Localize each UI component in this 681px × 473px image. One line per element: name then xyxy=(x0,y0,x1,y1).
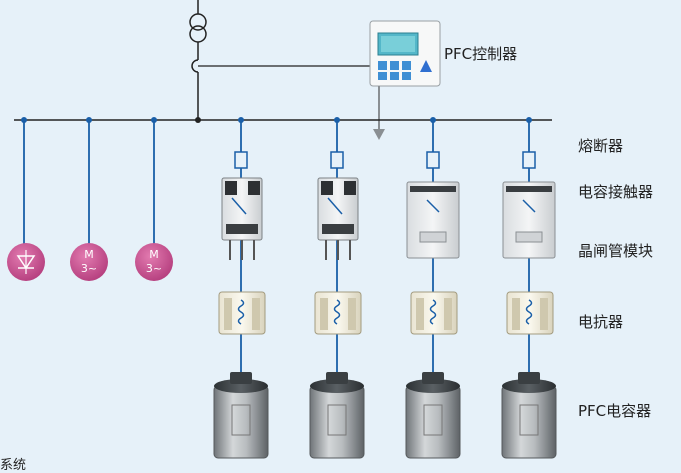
reactor xyxy=(314,291,362,335)
contactor xyxy=(317,177,359,260)
motor-load-1: M 3~ xyxy=(70,243,108,281)
motor-letter: M xyxy=(149,248,159,261)
reactor xyxy=(218,291,266,335)
transformer xyxy=(189,0,378,120)
capacitor-branch-1 xyxy=(213,117,269,459)
capacitor-branch-4 xyxy=(501,117,557,459)
label-contactor: 电容接触器 xyxy=(578,183,653,201)
label-pfc-controller: PFC控制器 xyxy=(444,45,517,63)
label-reactor: 电抗器 xyxy=(578,313,623,331)
rectifier-load xyxy=(7,243,45,281)
pfc-capacitor xyxy=(309,372,365,459)
label-fuse: 熔断器 xyxy=(578,137,623,155)
fuse xyxy=(234,151,248,169)
motor-phase: 3~ xyxy=(146,262,162,275)
reactor xyxy=(410,291,458,335)
capacitor-branch-3 xyxy=(405,117,461,459)
down-arrow-icon xyxy=(373,129,385,140)
motor-load-2: M 3~ xyxy=(135,243,173,281)
fuse xyxy=(522,151,536,169)
label-thyristor-module: 晶闸管模块 xyxy=(578,242,653,260)
fuse xyxy=(426,151,440,169)
contactor xyxy=(221,177,263,260)
thyristor-module xyxy=(502,181,556,259)
warning-triangle-icon xyxy=(420,60,432,72)
pfc-controller xyxy=(369,20,441,140)
motor-letter: M xyxy=(84,248,94,261)
pfc-capacitor xyxy=(213,372,269,459)
reactor xyxy=(506,291,554,335)
fuse xyxy=(330,151,344,169)
motor-phase: 3~ xyxy=(81,262,97,275)
pfc-capacitor xyxy=(501,372,557,459)
caption: 系统 xyxy=(0,458,27,473)
thyristor-module xyxy=(406,181,460,259)
pfc-capacitor xyxy=(405,372,461,459)
load-feeders: M 3~ M 3~ xyxy=(7,117,173,281)
label-pfc-capacitor: PFC电容器 xyxy=(578,402,651,420)
capacitor-branch-2 xyxy=(309,117,365,459)
